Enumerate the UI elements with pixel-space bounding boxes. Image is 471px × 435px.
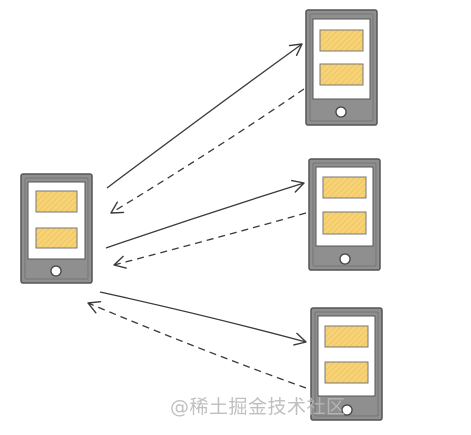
- client-block-2: [35, 227, 78, 249]
- request-arrow-top: [106, 43, 303, 189]
- watermark-text: @稀土掘金技术社区: [170, 396, 346, 418]
- server-bottom-block-1: [324, 325, 369, 348]
- request-arrow-middle: [105, 179, 305, 249]
- client-block-1: [35, 190, 78, 213]
- server-middle-block-1: [322, 176, 367, 199]
- server-bottom-phone: [310, 307, 383, 421]
- response-arrow-middle: [113, 212, 307, 269]
- server-top-block-1: [319, 29, 364, 52]
- response-arrow-bottom: [87, 301, 307, 389]
- server-middle-home-button: [339, 253, 351, 265]
- server-middle-block-2: [322, 211, 367, 235]
- server-top-phone: [305, 9, 378, 126]
- request-arrow-bottom: [99, 291, 307, 346]
- server-top-home-button: [335, 106, 347, 118]
- server-middle-phone: [308, 158, 381, 271]
- server-bottom-block-2: [324, 361, 369, 384]
- client-home-button: [50, 265, 62, 277]
- server-bottom-home-button: [341, 404, 353, 416]
- server-top-block-2: [319, 63, 364, 86]
- client-phone: [20, 173, 93, 284]
- response-arrow-top: [110, 88, 305, 214]
